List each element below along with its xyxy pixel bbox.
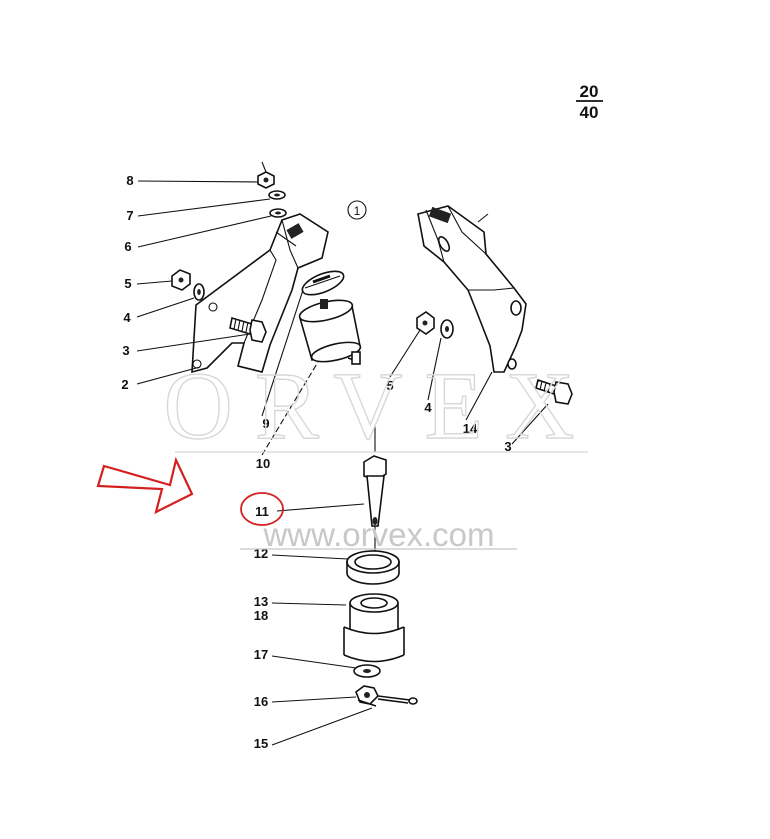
pin-11: [363, 455, 387, 556]
callout-16: 16: [254, 694, 268, 709]
slot-hole: [437, 235, 451, 253]
callout-11: 11: [255, 504, 269, 519]
highlight-circle: [240, 492, 284, 526]
watermark-url: www.orvex.com: [262, 516, 494, 553]
view-marker-label: 1: [354, 204, 361, 218]
callout-13: 13: [254, 594, 268, 609]
view-marker: 1: [347, 200, 367, 220]
left-bracket: [191, 213, 329, 374]
callout-14: 14: [463, 421, 478, 436]
highlight-arrow: [96, 456, 194, 515]
callout-labels: 8 7 6 5 4 3 2 9 10 5 4 14 3 11 12 13 18 …: [121, 173, 511, 751]
bolt-3-left: [229, 316, 267, 343]
leader-lines-lower: [271, 503, 373, 746]
callout-10: 10: [256, 456, 270, 471]
rubber-mount-10: [298, 299, 362, 365]
view-marker-circle: [347, 200, 367, 220]
split-pin-15: [377, 695, 418, 705]
watermark-brand: ORVEX: [164, 352, 597, 459]
callout-2: 2: [121, 377, 128, 392]
callout-5-left: 5: [124, 276, 131, 291]
callout-8: 8: [126, 173, 133, 188]
washer-17: [353, 664, 381, 678]
castle-nut-16: [355, 685, 379, 707]
leader-lines-left: [136, 180, 319, 456]
callout-7: 7: [126, 208, 133, 223]
page-number: 20 40: [576, 82, 603, 122]
watermark: ORVEX www.orvex.com: [163, 351, 597, 553]
bracket-hole: [510, 300, 522, 316]
bracket-hole: [507, 358, 517, 370]
callout-3-right: 3: [504, 439, 511, 454]
bolt-3-right: [535, 378, 573, 405]
right-bracket-assembly: [416, 205, 573, 405]
callout-4-left: 4: [123, 310, 131, 325]
pin-stack: [343, 425, 418, 707]
callout-3-left: 3: [122, 343, 129, 358]
callout-15: 15: [254, 736, 268, 751]
callout-9: 9: [262, 416, 269, 431]
callout-17: 17: [254, 647, 268, 662]
page-number-current: 20: [580, 82, 599, 101]
spring-disc-9: [301, 270, 345, 296]
bracket-hole: [208, 302, 218, 312]
bushing-13-18: [343, 593, 405, 663]
callout-6: 6: [124, 239, 131, 254]
highlight-annotations: [96, 456, 284, 526]
ring-12: [346, 550, 400, 585]
callout-12: 12: [254, 546, 268, 561]
callout-5-right: 5: [386, 378, 393, 393]
left-bracket-assembly: [171, 161, 362, 374]
page-number-total: 40: [580, 103, 599, 122]
leader-lines-right: [389, 329, 549, 445]
callout-4-right: 4: [424, 400, 432, 415]
callout-18: 18: [254, 608, 268, 623]
